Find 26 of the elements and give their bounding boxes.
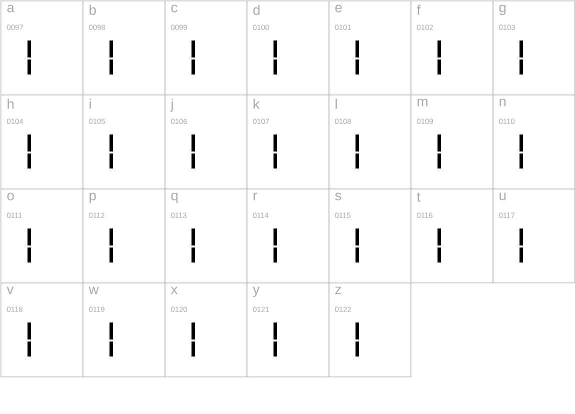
letter-label: c [171,4,178,12]
letter-label: r [254,192,258,200]
letter-label: z [335,286,341,294]
letter-label: b [90,4,96,15]
letter-label: m [418,98,428,106]
letter-label: d [253,4,260,15]
letter-label: k [254,98,260,109]
letter-label: y [252,286,260,297]
letter-label: f [416,4,421,15]
letter-label: t [416,192,420,202]
letter-label: l [336,98,337,109]
letter-label: i [90,98,91,109]
letter-label: j [170,98,173,112]
letter-label: g [499,4,506,16]
letter-label: s [335,192,342,200]
letter-label: v [6,286,14,294]
letter-label: w [88,286,99,294]
letter-label: x [170,286,178,294]
letter-label: h [8,98,14,109]
letter-label: a [7,4,14,12]
letter-label: q [171,192,178,204]
letter-label: u [500,192,506,200]
letter-label: e [335,4,342,12]
letter-label: o [7,192,14,200]
letter-label: n [500,98,506,106]
letter-label: p [90,192,96,204]
